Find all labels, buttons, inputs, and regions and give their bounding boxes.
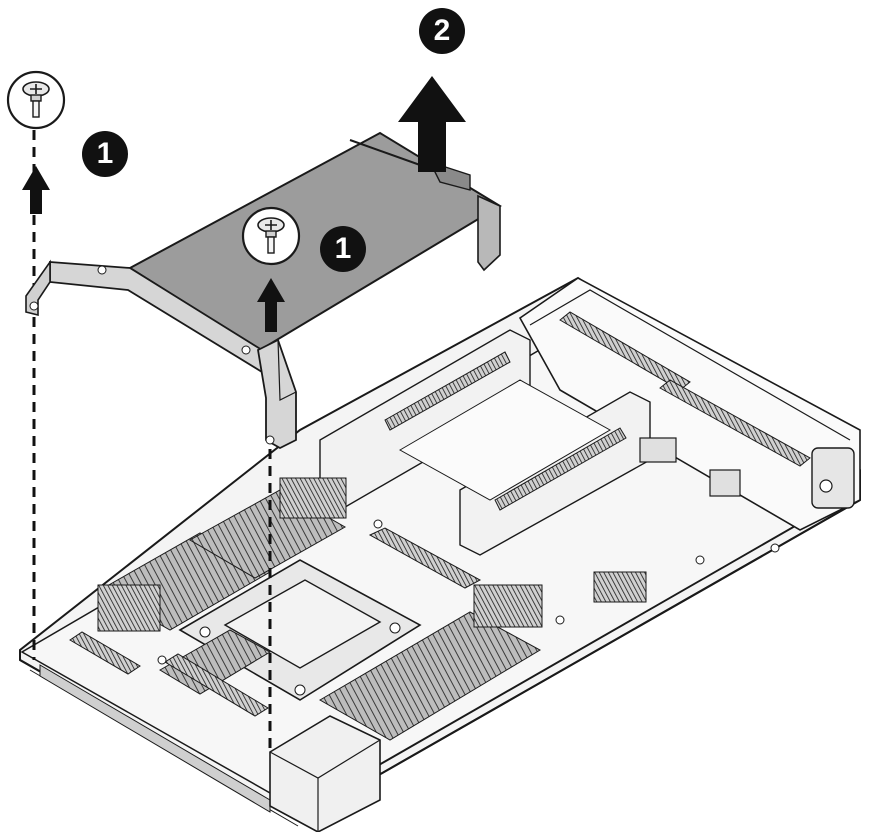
screw-icon xyxy=(22,81,50,118)
board-slot-2 xyxy=(69,631,141,675)
board-screw-hole xyxy=(695,555,705,565)
dimm-bank-lower xyxy=(159,629,272,695)
m2-connector xyxy=(593,571,647,603)
board-screw-hole xyxy=(373,519,383,529)
rear-connector-strip-2 xyxy=(659,379,811,467)
board-screw-hole xyxy=(157,655,167,665)
riser-bracket-right-flange xyxy=(477,194,501,272)
cpu-screw-2 xyxy=(389,622,401,634)
board-screw-hole xyxy=(555,615,565,625)
rear-latch xyxy=(811,447,855,509)
step-badge-center: 1 xyxy=(320,226,366,272)
cpu-screw-3 xyxy=(294,684,306,696)
side-edge-inner xyxy=(304,494,851,809)
server-chassis xyxy=(19,276,861,832)
riser-bracket-front-leg xyxy=(257,338,297,450)
dimm-latch-row-1 xyxy=(97,584,161,632)
riser-slot-left xyxy=(384,351,511,431)
riser-bracket-hole xyxy=(97,265,107,275)
riser-bracket-hole-left xyxy=(29,301,39,311)
screw-callout-center xyxy=(241,206,301,266)
up-arrow-icon xyxy=(257,278,285,332)
riser-bracket-hole xyxy=(241,345,251,355)
rear-cage-rail xyxy=(529,289,851,441)
riser-bracket-hole-front xyxy=(265,435,275,445)
small-connector xyxy=(639,437,677,463)
board-slot-3 xyxy=(164,653,269,717)
step-badge-top: 2 xyxy=(419,8,465,54)
up-arrow-icon xyxy=(22,166,50,214)
riser-bracket xyxy=(25,131,502,450)
rear-latch-pin xyxy=(819,479,833,493)
step-badge-left: 1 xyxy=(82,131,128,177)
riser-slot-right xyxy=(494,427,627,511)
riser-tray xyxy=(398,379,612,501)
rear-connector-strip xyxy=(559,311,691,391)
dimm-latch-row-3 xyxy=(473,584,543,628)
up-arrow-icon xyxy=(398,76,466,172)
riser-bracket-leg-fold xyxy=(277,339,297,401)
dimm-bank-right xyxy=(319,611,542,741)
small-connector-2 xyxy=(709,469,741,497)
front-edge-connector xyxy=(39,664,271,813)
board-slot-1 xyxy=(368,527,482,589)
board-screw-hole xyxy=(770,543,780,553)
riser-bracket-left-end xyxy=(25,259,51,317)
dimm-latch-row-2 xyxy=(279,477,347,519)
side-edge xyxy=(299,499,861,821)
cpu-screw-1 xyxy=(199,626,211,638)
cpu-heatspreader xyxy=(223,579,382,669)
screw-callout-left xyxy=(6,70,66,130)
screw-icon xyxy=(257,217,285,254)
